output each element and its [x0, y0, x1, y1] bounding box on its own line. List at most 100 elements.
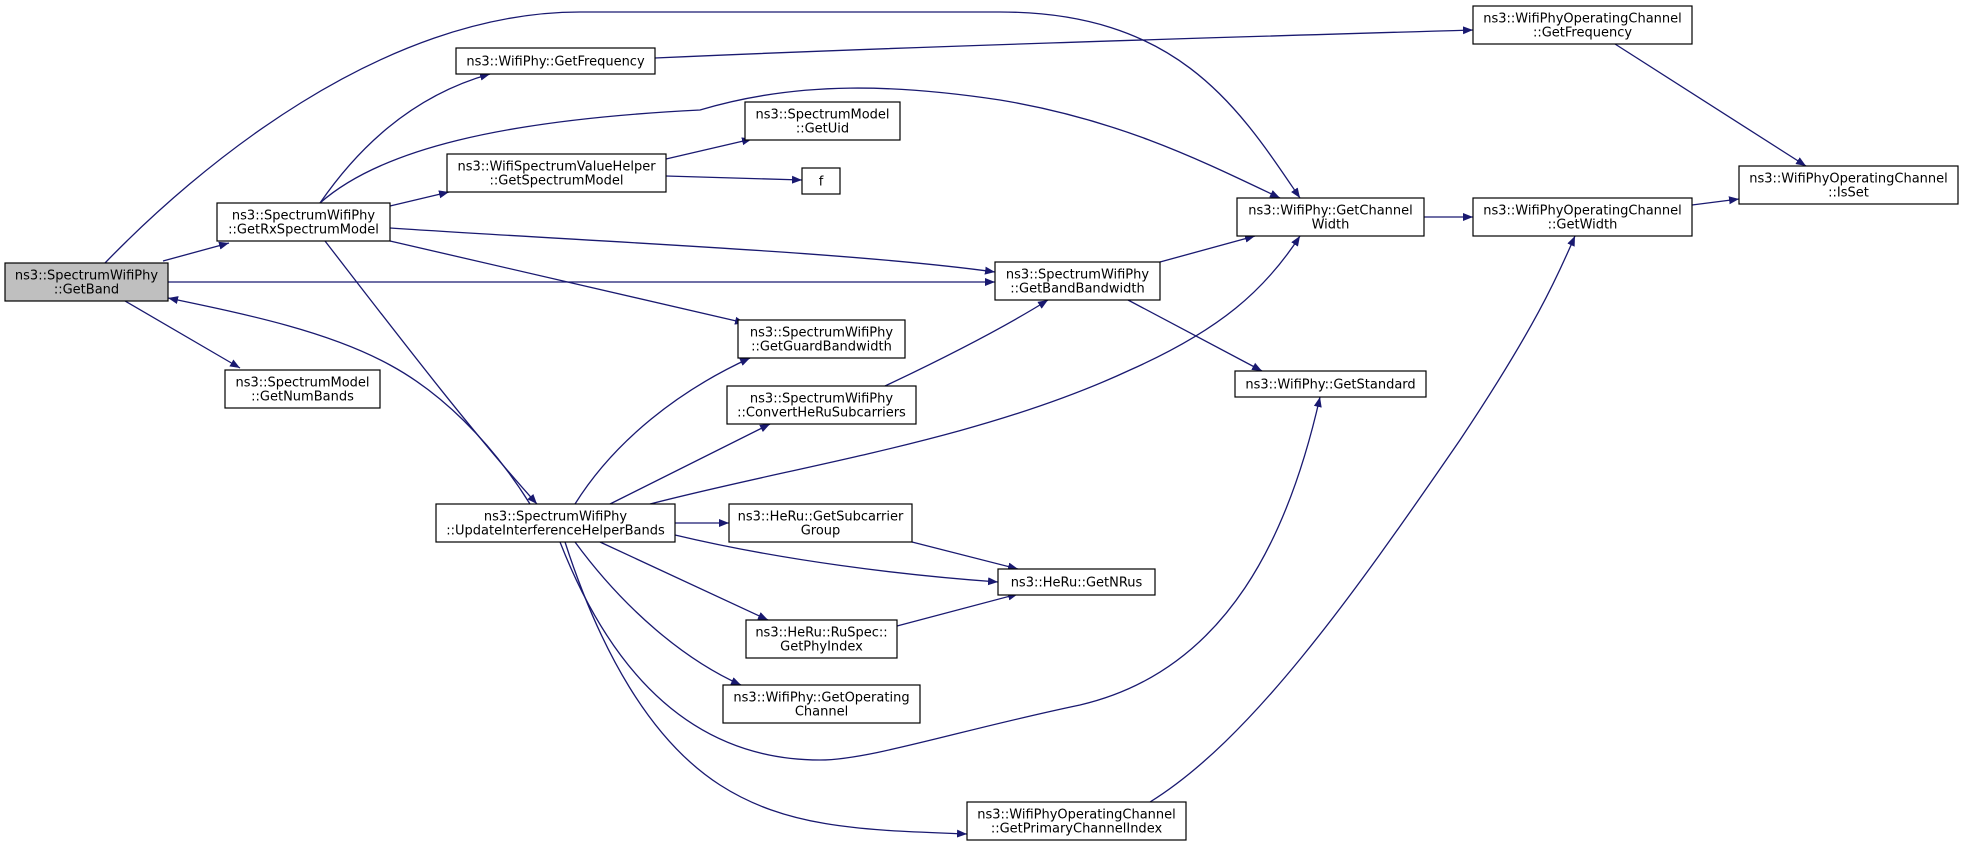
node-box[interactable]: [4, 262, 169, 302]
node-opch-getwidth[interactable]: ns3::WifiPhyOperatingChannel::GetWidth: [1472, 197, 1693, 237]
node-getnrus[interactable]: ns3::HeRu::GetNRus: [997, 568, 1156, 596]
node-box[interactable]: [801, 167, 841, 195]
edge-line: [389, 227, 996, 275]
edge-line: [559, 396, 1322, 761]
node-label-line: ns3::SpectrumModel: [755, 108, 889, 123]
node-getguardbandwidth[interactable]: ns3::SpectrumWifiPhy::GetGuardBandwidth: [737, 319, 906, 359]
node-label-line: ns3::SpectrumWifiPhy: [15, 269, 158, 284]
node-label-line: ::GetBand: [54, 283, 119, 298]
node-label-line: ns3::WifiPhyOperatingChannel: [1749, 172, 1948, 187]
node-getband[interactable]: ns3::SpectrumWifiPhy::GetBand: [4, 262, 169, 302]
edge-getrxspectrummodel-to-getspectrummodel: [389, 190, 450, 207]
node-box[interactable]: [737, 319, 906, 359]
node-box[interactable]: [1472, 197, 1693, 237]
node-label-line: Channel: [795, 705, 848, 720]
node-label-line: ::GetSpectrumModel: [490, 174, 624, 189]
edge-line: [1127, 299, 1263, 372]
node-box[interactable]: [435, 503, 676, 543]
node-label-line: ns3::WifiPhy::GetStandard: [1245, 378, 1415, 393]
node-label-line: ns3::HeRu::GetSubcarrier: [738, 510, 904, 525]
node-opch-getfrequency[interactable]: ns3::WifiPhyOperatingChannel::GetFrequen…: [1472, 5, 1693, 45]
edge-getband-to-getrxspectrummodel: [162, 241, 230, 262]
edge-updateinterferencehelperbands-to-getnrus: [674, 534, 999, 586]
node-box[interactable]: [1738, 165, 1959, 205]
edge-getrxspectrummodel-to-wifiphy-getfrequency: [319, 72, 491, 204]
edge-line: [1691, 196, 1740, 206]
edge-getrxspectrummodel-to-getbandbandwidth: [389, 227, 996, 275]
edge-line: [574, 541, 742, 686]
edge-getband-to-getnumbands: [124, 300, 241, 369]
node-label-line: ns3::SpectrumWifiPhy: [232, 209, 375, 224]
node-box[interactable]: [1236, 197, 1425, 237]
edge-getrxspectrummodel-to-getguardbandwidth: [389, 240, 746, 325]
node-updateinterferencehelperbands[interactable]: ns3::SpectrumWifiPhy::UpdateInterference…: [435, 503, 676, 543]
node-label-line: ns3::WifiPhy::GetChannel: [1248, 204, 1413, 219]
node-convertherusubcarriers[interactable]: ns3::SpectrumWifiPhy::ConvertHeRuSubcarr…: [726, 385, 917, 425]
nodes-layer: ns3::SpectrumWifiPhy::GetBandns3::Spectr…: [4, 5, 1959, 841]
node-box[interactable]: [1472, 5, 1693, 45]
edge-line: [104, 11, 1301, 264]
node-box[interactable]: [224, 369, 381, 409]
node-label-line: f: [819, 175, 824, 190]
node-f[interactable]: f: [801, 167, 841, 195]
node-getrxspectrummodel[interactable]: ns3::SpectrumWifiPhy::GetRxSpectrumModel: [216, 202, 391, 242]
node-getphyindex[interactable]: ns3::HeRu::RuSpec::GetPhyIndex: [745, 619, 898, 659]
node-label-line: ns3::HeRu::GetNRus: [1011, 576, 1143, 591]
node-opch-isset[interactable]: ns3::WifiPhyOperatingChannel::IsSet: [1738, 165, 1959, 205]
node-label-line: ns3::SpectrumWifiPhy: [750, 326, 893, 341]
edge-updateinterferencehelperbands-to-getphyindex: [599, 541, 769, 621]
edge-updateinterferencehelperbands-to-getprimarychannelindex: [564, 541, 968, 838]
node-label-line: Group: [801, 524, 841, 539]
edge-line: [665, 137, 753, 160]
edge-updateinterferencehelperbands-to-convertherusubcarriers: [609, 423, 771, 505]
node-box[interactable]: [994, 261, 1161, 301]
node-getstandard[interactable]: ns3::WifiPhy::GetStandard: [1234, 370, 1427, 398]
node-label-line: ns3::HeRu::RuSpec::: [755, 626, 887, 641]
node-getbandbandwidth[interactable]: ns3::SpectrumWifiPhy::GetBandBandwidth: [994, 261, 1161, 301]
node-label-line: Width: [1312, 218, 1350, 233]
edge-line: [167, 296, 531, 505]
node-box[interactable]: [1234, 370, 1427, 398]
node-box[interactable]: [745, 619, 898, 659]
edge-getrxspectrummodel-to-getchannelwidth: [319, 87, 1281, 204]
node-label-line: ::ConvertHeRuSubcarriers: [737, 406, 906, 421]
node-getnumbands[interactable]: ns3::SpectrumModel::GetNumBands: [224, 369, 381, 409]
node-box[interactable]: [216, 202, 391, 242]
node-label-line: ::GetPrimaryChannelIndex: [991, 822, 1163, 837]
node-wifiphy-getfrequency[interactable]: ns3::WifiPhy::GetFrequency: [455, 47, 656, 75]
edge-line: [1614, 43, 1807, 167]
node-box[interactable]: [744, 101, 901, 141]
edge-line: [319, 87, 1281, 204]
edge-getspectrummodel-to-getuid: [665, 137, 753, 160]
edge-getspectrummodel-to-f: [665, 175, 803, 184]
edge-line: [124, 300, 241, 369]
edge-wifiphy-getfrequency-to-opch-getfrequency: [654, 26, 1474, 59]
node-label-line: ns3::SpectrumWifiPhy: [484, 510, 627, 525]
edge-getprimarychannelindex-to-opch-getwidth: [1149, 235, 1576, 803]
node-box[interactable]: [966, 801, 1187, 841]
node-getspectrummodel[interactable]: ns3::WifiSpectrumValueHelper::GetSpectru…: [446, 153, 667, 193]
node-box[interactable]: [722, 684, 921, 724]
edge-line: [1159, 234, 1256, 263]
node-label-line: ns3::WifiPhyOperatingChannel: [977, 808, 1176, 823]
node-label-line: ::GetNumBands: [251, 390, 354, 405]
node-label-line: ::IsSet: [1828, 186, 1869, 201]
edge-line: [389, 190, 450, 207]
node-box[interactable]: [455, 47, 656, 75]
edge-line: [389, 240, 746, 325]
node-label-line: ::GetGuardBandwidth: [751, 340, 892, 355]
edge-getbandbandwidth-to-getstandard: [1127, 299, 1263, 372]
node-box[interactable]: [726, 385, 917, 425]
node-getprimarychannelindex[interactable]: ns3::WifiPhyOperatingChannel::GetPrimary…: [966, 801, 1187, 841]
node-box[interactable]: [728, 503, 913, 543]
node-getuid[interactable]: ns3::SpectrumModel::GetUid: [744, 101, 901, 141]
node-box[interactable]: [446, 153, 667, 193]
node-box[interactable]: [997, 568, 1156, 596]
edge-line: [609, 423, 771, 505]
edge-line: [574, 357, 751, 505]
node-label-line: ns3::WifiPhy::GetOperating: [733, 691, 909, 706]
